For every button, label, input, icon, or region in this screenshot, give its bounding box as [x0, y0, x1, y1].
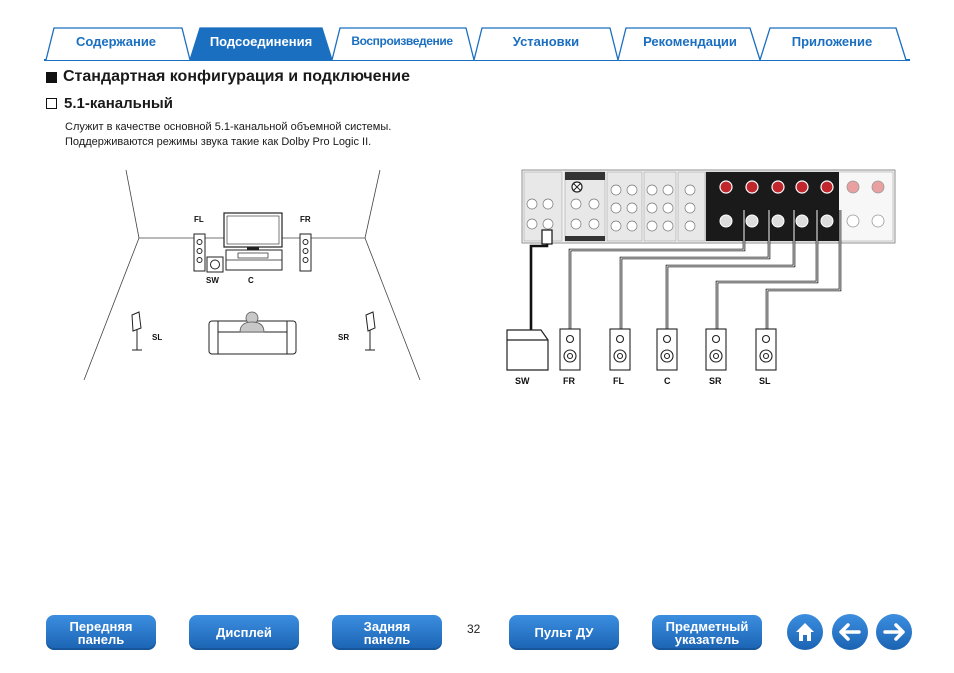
index-button[interactable]: Предметный указатель: [652, 615, 762, 650]
section-heading-text: Стандартная конфигурация и подключение: [63, 68, 410, 85]
room-label-fr: FR: [300, 215, 311, 224]
connection-label-sr: SR: [709, 376, 722, 386]
back-arrow-icon: [839, 623, 861, 641]
front-panel-button[interactable]: Передняя панель: [46, 615, 156, 650]
connection-label-sl: SL: [759, 376, 771, 386]
section-heading: Стандартная конфигурация и подключение: [46, 68, 410, 86]
connected-speaker-fr-icon: [559, 328, 581, 371]
back-button[interactable]: [832, 614, 868, 650]
front-left-speaker-icon: [193, 233, 206, 272]
forward-button[interactable]: [876, 614, 912, 650]
description-line-1: Служит в качестве основной 5.1-канальной…: [65, 121, 392, 133]
connected-speaker-fl-icon: [609, 328, 631, 371]
surround-left-speaker-icon: [131, 311, 142, 351]
tv-icon: [223, 212, 283, 271]
connected-speaker-sl-icon: [755, 328, 777, 371]
tab-contents[interactable]: Содержание: [75, 34, 157, 49]
connection-label-fr: FR: [563, 376, 575, 386]
checkbox-bullet-icon: [46, 98, 57, 109]
square-bullet-icon: [46, 71, 57, 83]
remote-button[interactable]: Пульт ДУ: [509, 615, 619, 650]
subsection-heading-text: 5.1-канальный: [64, 95, 173, 112]
connected-subwoofer-icon: [506, 329, 549, 371]
tab-settings[interactable]: Установки: [512, 34, 580, 49]
tab-playback[interactable]: Воспроизведение: [351, 34, 453, 48]
subsection-heading: 5.1-канальный: [46, 95, 173, 112]
display-button[interactable]: Дисплей: [189, 615, 299, 650]
receiver-rear-panel-image: [521, 169, 896, 244]
tab-connections[interactable]: Подсоединения: [209, 34, 313, 49]
description: Служит в качестве основной 5.1-канальной…: [65, 120, 391, 150]
remote-button-label: Пульт ДУ: [534, 625, 594, 640]
front-panel-button-label: Передняя панель: [69, 618, 133, 647]
home-button[interactable]: [787, 614, 823, 650]
connected-speaker-sr-icon: [705, 328, 727, 371]
sofa-icon: [208, 320, 297, 355]
tab-tips[interactable]: Рекомендации: [643, 34, 737, 49]
page-number: 32: [467, 622, 481, 636]
forward-arrow-icon: [883, 623, 905, 641]
tab-bar: Содержание Подсоединения Воспроизведение…: [44, 26, 910, 62]
tab-appendix[interactable]: Приложение: [791, 34, 873, 49]
front-right-speaker-icon: [299, 233, 312, 272]
rear-panel-button-label: Задняя панель: [363, 618, 411, 647]
room-label-sl: SL: [152, 333, 163, 342]
room-label-sw: SW: [206, 276, 219, 285]
description-line-2: Поддерживаются режимы звука такие как Do…: [65, 136, 372, 148]
room-label-c: C: [248, 276, 254, 285]
listener-icon: [239, 311, 265, 333]
surround-right-speaker-icon: [365, 311, 376, 351]
connection-label-fl: FL: [613, 376, 624, 386]
index-button-label: Предметный указатель: [665, 618, 749, 647]
subwoofer-icon: [206, 256, 224, 273]
tab-bar-shapes: [44, 27, 910, 61]
connection-label-c: C: [664, 376, 671, 386]
display-button-label: Дисплей: [216, 625, 272, 640]
connected-speaker-c-icon: [656, 328, 678, 371]
rear-panel-button[interactable]: Задняя панель: [332, 615, 442, 650]
home-icon: [796, 623, 814, 641]
room-label-fl: FL: [194, 215, 204, 224]
room-label-sr: SR: [338, 333, 350, 342]
connection-label-sw: SW: [515, 376, 530, 386]
